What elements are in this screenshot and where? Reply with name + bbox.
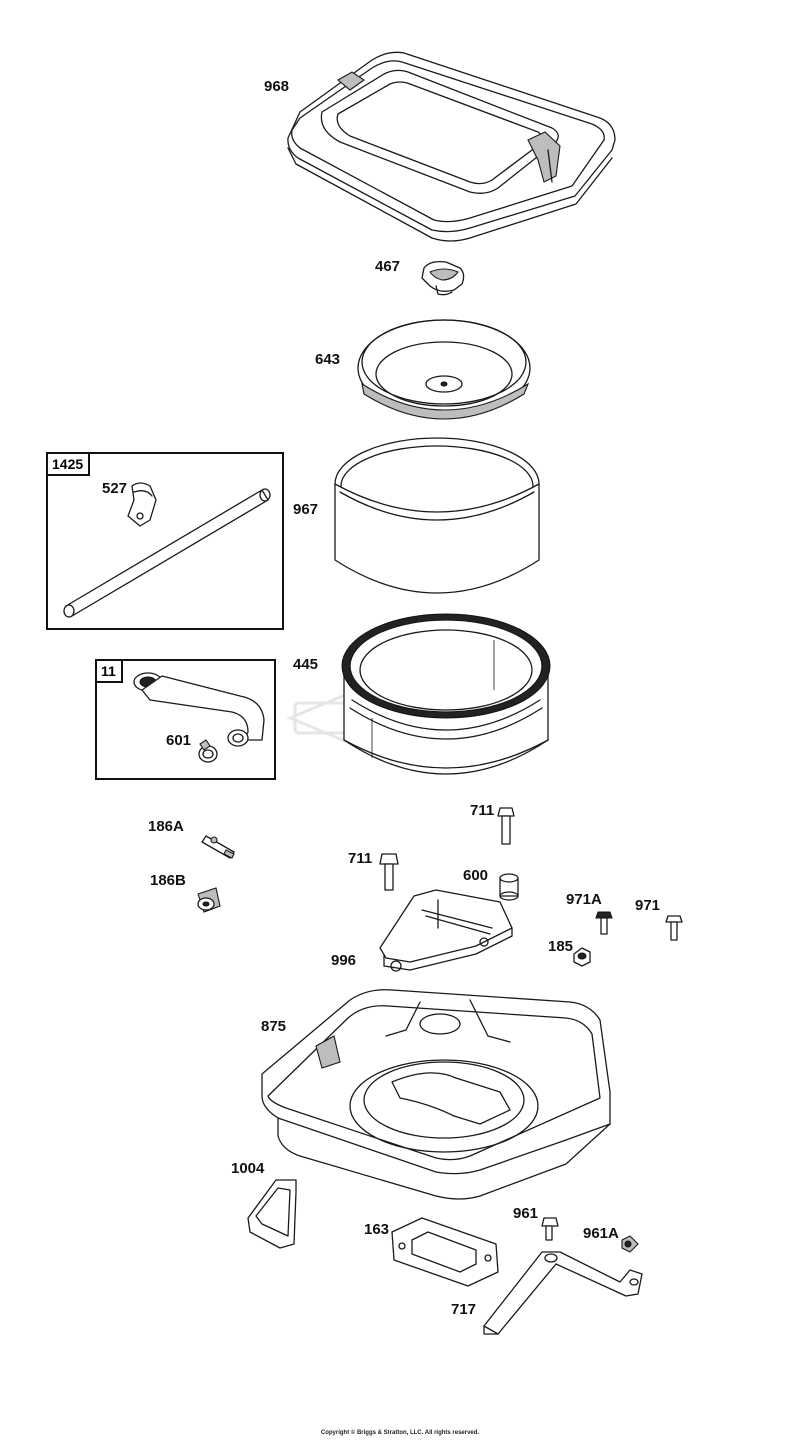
part-186a-fitting xyxy=(201,835,235,859)
part-968-cover xyxy=(287,51,616,242)
part-label-601: 601 xyxy=(166,732,192,749)
part-label-971: 971 xyxy=(635,897,661,914)
part-label-996: 996 xyxy=(331,952,357,969)
kit-box-11: 11 xyxy=(95,659,276,780)
part-527-clip xyxy=(127,482,157,527)
part-label-711-lower: 711 xyxy=(348,850,373,867)
part-717-bracket xyxy=(483,1251,643,1335)
part-600-spacer xyxy=(499,873,519,901)
part-643-tray xyxy=(357,319,531,420)
part-label-643: 643 xyxy=(315,351,341,368)
part-186b-fitting xyxy=(197,887,221,913)
part-label-163: 163 xyxy=(364,1221,390,1238)
part-445-filter-cartridge xyxy=(341,613,551,775)
part-961-bolt xyxy=(541,1217,559,1241)
part-467-wing-nut xyxy=(421,260,465,296)
part-971a-bolt xyxy=(595,911,613,935)
part-label-185: 185 xyxy=(548,938,574,955)
part-label-1004: 1004 xyxy=(231,1160,265,1177)
copyright-notice: Copyright © Briggs & Stratton, LLC. All … xyxy=(320,1430,480,1436)
part-185-nut xyxy=(573,947,591,967)
part-961a-nut xyxy=(621,1235,639,1253)
kit-box-1425: 1425 xyxy=(46,452,284,630)
part-label-467: 467 xyxy=(375,258,401,275)
part-601-clamp xyxy=(198,739,218,763)
part-label-711-upper: 711 xyxy=(470,802,495,819)
kit-label-11: 11 xyxy=(97,661,123,683)
part-label-971a: 971A xyxy=(566,891,602,908)
part-label-968: 968 xyxy=(264,78,290,95)
part-label-717: 717 xyxy=(451,1301,477,1318)
part-996-bracket xyxy=(379,889,513,972)
part-label-967: 967 xyxy=(293,501,319,518)
part-875-base xyxy=(261,989,611,1200)
part-label-600: 600 xyxy=(463,867,489,884)
part-1004-duct xyxy=(247,1179,297,1249)
part-711-bolt-upper xyxy=(497,807,515,845)
elbow-hose xyxy=(133,672,265,747)
part-label-186b: 186B xyxy=(150,872,186,889)
part-711-bolt-lower xyxy=(379,853,399,891)
part-label-875: 875 xyxy=(261,1018,287,1035)
part-label-527: 527 xyxy=(102,480,128,497)
part-label-961a: 961A xyxy=(583,1225,619,1242)
part-971-bolt xyxy=(665,915,683,941)
kit-label-1425: 1425 xyxy=(48,454,91,476)
part-label-445: 445 xyxy=(293,656,319,673)
part-label-186a: 186A xyxy=(148,818,184,835)
part-163-gasket xyxy=(391,1217,499,1287)
part-967-pre-filter xyxy=(334,437,540,594)
breather-tube xyxy=(63,488,271,618)
part-label-961: 961 xyxy=(513,1205,539,1222)
